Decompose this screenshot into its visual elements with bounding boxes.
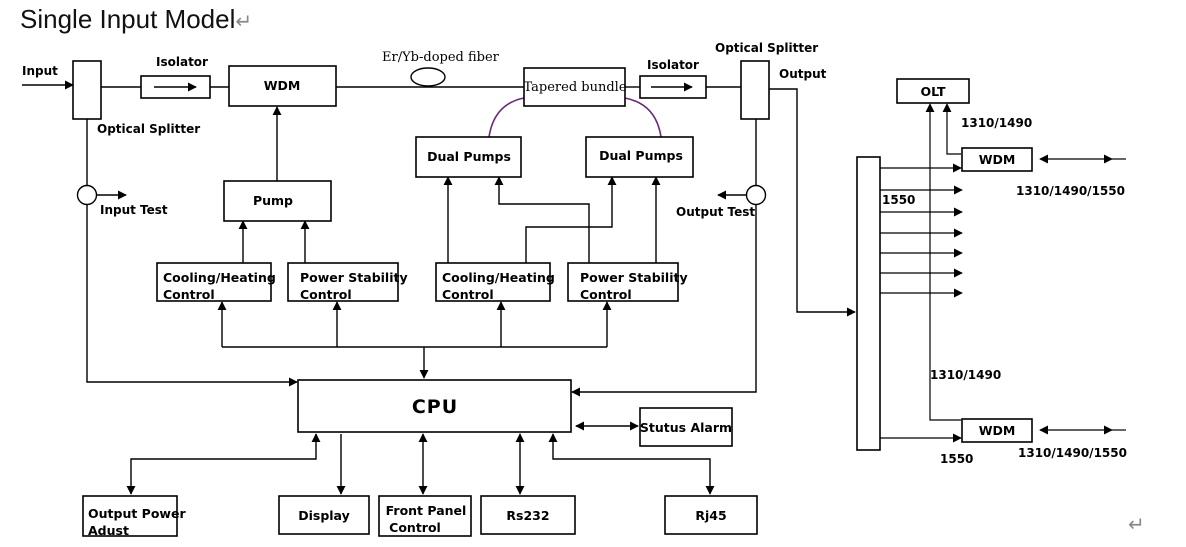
fiber-label: Er/Yb-doped fiber [382,50,500,65]
wavelength-1550-bottom: 1550 [940,452,973,466]
wavelength-1310-1490-mid: 1310/1490 [930,368,1001,382]
output-power-box [82,495,178,537]
power-stability-label-2-line1: Power Stability [580,270,688,285]
optical-splitter-input-label: Optical Splitter [97,122,200,136]
status-alarm-label: Stutus Alarm [640,420,732,435]
front-panel-label-line1: Front Panel [386,503,467,518]
display-label: Display [298,508,350,523]
cooling-heating-label-2-line1: Cooling/Heating [442,270,555,285]
dual-pumps-label-2: Dual Pumps [599,148,683,163]
wdm-bottom-label: WDM [979,423,1016,438]
pump-box [223,180,332,222]
cooling-heating-box-1 [156,262,272,302]
front-panel-box [378,495,472,537]
paragraph-mark: ↵ [235,11,253,33]
wdm-top-label: WDM [979,152,1016,167]
pump-label: Pump [253,193,293,208]
output-power-label-line2: Adust [88,523,129,538]
paragraph-mark-corner: ↵ [1128,512,1145,536]
output-power-label-line1: Output Power [88,506,186,521]
cooling-heating-label-1-line2: Control [163,287,215,302]
dual-pumps-label-1: Dual Pumps [427,149,511,164]
wdm-top-box [961,147,1033,172]
rs232-box [480,495,576,535]
power-stability-label-1-line2: Control [300,287,352,302]
isolator-2 [639,75,707,99]
cooling-heating-box-2 [435,262,551,302]
input-test-point [76,184,98,206]
olt-label: OLT [920,84,946,99]
wdm-bottom-box [961,418,1033,443]
input-test-label: Input Test [100,203,168,217]
diagram-title: Single Input Model↵ [20,4,253,34]
wdm-main-box [228,65,337,107]
status-alarm-box [639,407,733,447]
dual-pumps-box-1 [415,136,522,178]
free-labels: Input Isolator Optical Splitter Er/Yb-do… [22,41,1127,466]
isolator-1-label: Isolator [156,55,208,69]
optical-splitter-input [72,60,102,120]
power-stability-label-2-line2: Control [580,287,632,302]
wavelength-1310-1490-top: 1310/1490 [961,116,1032,130]
power-stability-label-1-line1: Power Stability [300,270,408,285]
isolator-1 [140,75,211,99]
front-panel-label-line2: Control [389,520,441,535]
output-test-point [745,184,767,206]
cooling-heating-label-1-line1: Cooling/Heating [163,270,276,285]
box-labels: WDM Tapered bundle Pump Dual Pumps Dual … [88,78,1015,538]
rj45-label: Rj45 [695,508,726,523]
output-test-label: Output Test [676,205,755,219]
isolator-2-label: Isolator [647,58,699,72]
output-label: Output [779,67,827,81]
cooling-heating-label-2-line2: Control [442,287,494,302]
cpu-box [297,379,572,433]
optical-splitter-output-label: Optical Splitter [715,41,818,55]
optical-splitter-output [740,60,770,120]
rs232-label: Rs232 [506,508,549,523]
wdm-main-label: WDM [264,78,301,93]
tapered-bundle-box [523,67,626,107]
splitter-bus [856,156,881,451]
wavelength-1550-top: 1550 [882,193,915,207]
wavelength-1310-1490-1550-bottom: 1310/1490/1550 [1018,446,1127,460]
power-stability-box-2 [567,262,679,302]
connections [22,80,1126,495]
input-label: Input [22,64,58,78]
cpu-label: CPU [412,396,458,418]
rj45-box [664,495,758,535]
tapered-bundle-label: Tapered bundle [523,80,626,95]
olt-box [896,78,970,104]
dual-pumps-box-2 [585,136,694,178]
power-stability-box-1 [287,262,399,302]
wavelength-1310-1490-1550-top: 1310/1490/1550 [1016,184,1125,198]
fiber-coil [410,67,446,87]
display-box [278,495,370,535]
